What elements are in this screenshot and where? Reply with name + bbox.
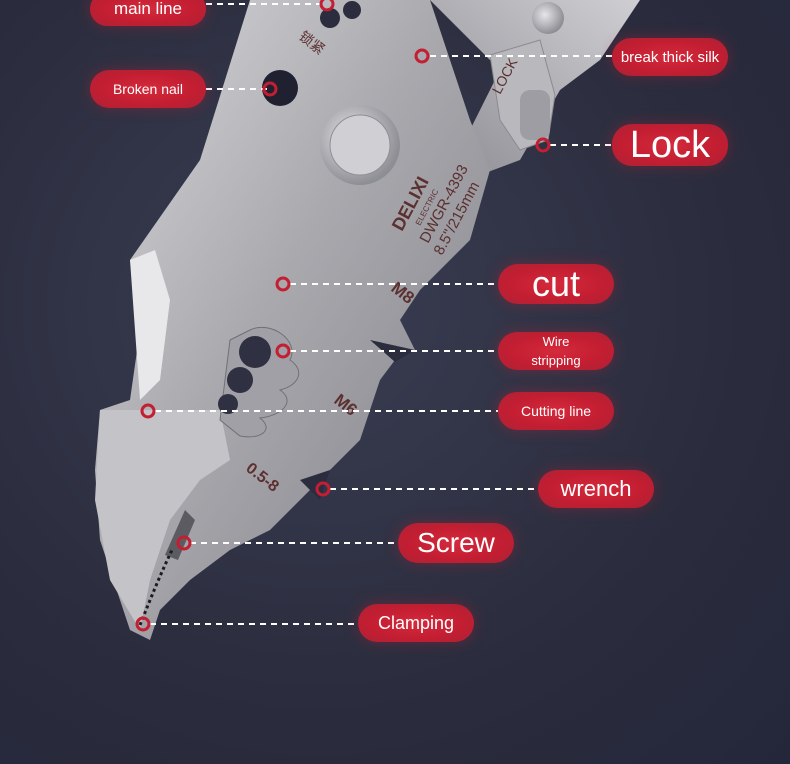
- label-clamping-text: Clamping: [377, 612, 455, 633]
- label-broken-nail-text: Broken nail: [112, 81, 184, 97]
- label-cut: cut: [498, 263, 614, 304]
- callout-lines: [150, 3, 612, 625]
- label-screw: Screw: [398, 523, 514, 563]
- label-break-thick-silk: break thick silk: [612, 38, 728, 76]
- lock-pin: [520, 90, 550, 140]
- label-wrench-text: wrench: [560, 476, 632, 501]
- callout-dots: [135, 0, 551, 632]
- screw-grip: [165, 510, 195, 560]
- broken-nail-hole: [262, 70, 298, 106]
- label-cutting-line: Cutting line: [498, 392, 614, 430]
- label-lock: Lock: [612, 124, 728, 166]
- label-lock-text: Lock: [629, 123, 711, 166]
- lower-jaw: [95, 410, 230, 630]
- label-wrench: wrench: [538, 470, 654, 508]
- label-break-thick-silk-text: break thick silk: [620, 48, 720, 66]
- label-cut-text: cut: [531, 263, 581, 304]
- label-wire-stripping-line1: Wire: [542, 334, 570, 349]
- label-clamping: Clamping: [358, 604, 474, 642]
- label-broken-nail: Broken nail: [90, 70, 206, 108]
- label-main-line-text: main line: [113, 0, 183, 18]
- label-cutting-line-text: Cutting line: [520, 403, 592, 419]
- label-main-line: main line: [90, 0, 206, 26]
- label-wire-stripping: Wire stripping: [498, 332, 614, 370]
- label-screw-text: Screw: [417, 527, 495, 558]
- blade-edge: [130, 250, 170, 400]
- label-wire-stripping-line2: stripping: [531, 353, 581, 368]
